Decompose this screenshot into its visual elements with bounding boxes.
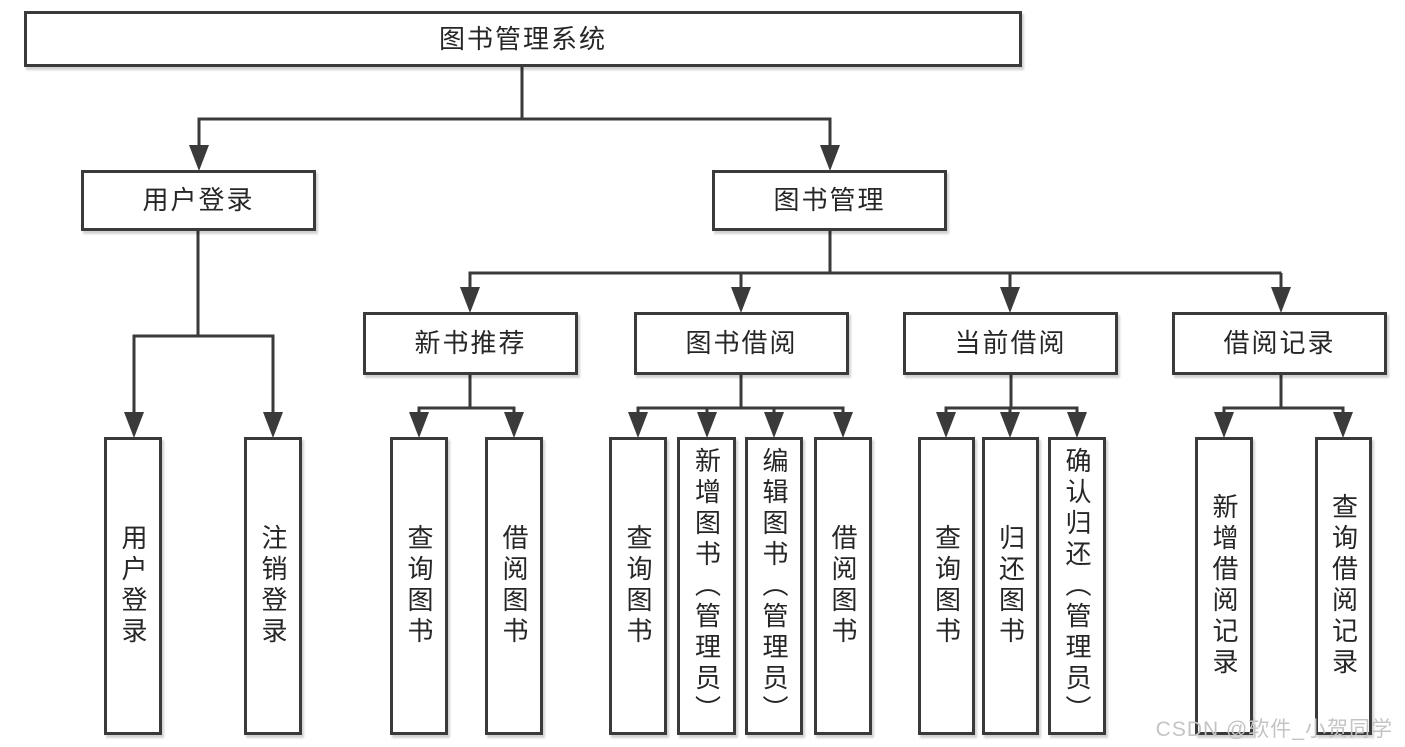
leaf-bb-borrow-book-label: 借阅图书 — [828, 524, 858, 648]
leaf-logout-label: 注销登录 — [258, 524, 288, 648]
leaf-cb-confirm-return-admin-label: 确认归还（管理员） — [1062, 446, 1092, 726]
node-book-management-label: 图书管理 — [773, 185, 886, 216]
node-current-borrow: 当前借阅 — [903, 312, 1118, 375]
leaf-cb-return-book: 归还图书 — [982, 437, 1039, 735]
node-borrow-records-label: 借阅记录 — [1223, 328, 1336, 359]
leaf-br-add-record-label: 新增借阅记录 — [1209, 493, 1239, 679]
leaf-logout: 注销登录 — [244, 437, 302, 735]
node-book-borrow-label: 图书借阅 — [685, 328, 798, 359]
leaf-br-query-record: 查询借阅记录 — [1315, 437, 1372, 735]
leaf-br-query-record-label: 查询借阅记录 — [1328, 493, 1359, 679]
leaf-rec-query-book-label: 查询图书 — [404, 524, 434, 648]
node-new-book-recommend: 新书推荐 — [363, 312, 578, 375]
leaf-bb-add-book-admin-label: 新增图书（管理员） — [691, 446, 722, 726]
leaf-rec-borrow-book-label: 借阅图书 — [499, 524, 529, 648]
leaf-user-login-label: 用户登录 — [118, 524, 148, 648]
node-root: 图书管理系统 — [24, 11, 1022, 67]
leaf-bb-query-book-label: 查询图书 — [623, 524, 653, 648]
leaf-bb-borrow-book: 借阅图书 — [814, 437, 872, 735]
leaf-rec-query-book: 查询图书 — [390, 437, 448, 735]
node-new-book-recommend-label: 新书推荐 — [414, 328, 527, 359]
node-book-borrow: 图书借阅 — [634, 312, 849, 375]
leaf-rec-borrow-book: 借阅图书 — [485, 437, 543, 735]
arrowhead-icons — [124, 145, 1353, 438]
leaf-bb-edit-book-admin-label: 编辑图书（管理员） — [759, 446, 789, 726]
node-book-management: 图书管理 — [712, 170, 947, 231]
leaf-cb-return-book-label: 归还图书 — [995, 524, 1026, 648]
leaf-user-login: 用户登录 — [104, 437, 162, 735]
node-current-borrow-label: 当前借阅 — [954, 328, 1067, 359]
node-borrow-records: 借阅记录 — [1172, 312, 1387, 375]
leaf-bb-query-book: 查询图书 — [609, 437, 667, 735]
node-user-login: 用户登录 — [81, 170, 316, 231]
leaf-bb-add-book-admin: 新增图书（管理员） — [677, 437, 736, 735]
leaf-cb-confirm-return-admin: 确认归还（管理员） — [1048, 437, 1106, 735]
leaf-br-add-record: 新增借阅记录 — [1195, 437, 1253, 735]
leaf-bb-edit-book-admin: 编辑图书（管理员） — [745, 437, 803, 735]
leaf-cb-query-book-label: 查询图书 — [931, 524, 962, 648]
node-user-login-label: 用户登录 — [142, 185, 255, 216]
leaf-cb-query-book: 查询图书 — [918, 437, 975, 735]
node-root-label: 图书管理系统 — [438, 23, 607, 54]
